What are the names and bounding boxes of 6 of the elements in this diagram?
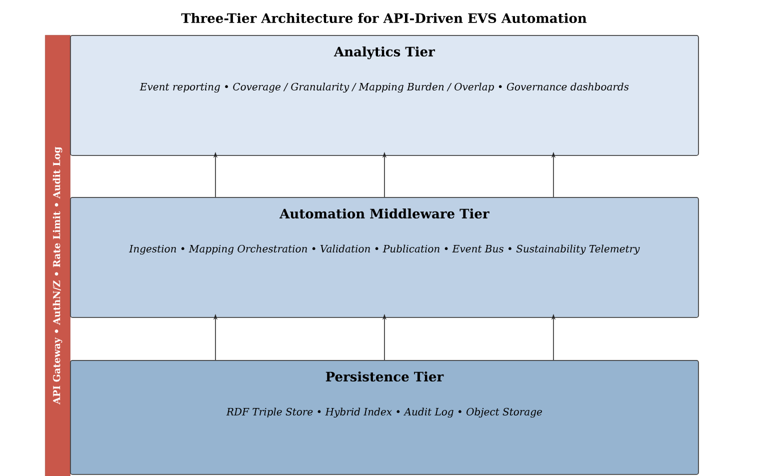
title: Three-Tier Architecture for API-Driven EVS Automation [181, 12, 587, 24]
tier-box: Analytics Tier Event reporting • Coverage / Granularity / Mapping Burden / Overlap • Governance dashboards [70, 35, 699, 156]
tier-box: Automation Middleware Tier Ingestion • Mapping Orchestration • Validation • Publication • Event Bus • Sustainability Telemetry [70, 197, 699, 318]
side-band [45, 35, 70, 476]
band-label: API Gateway • AuthN/Z • Rate Limit • Audit Log [52, 146, 62, 404]
tier-box: Persistence Tier RDF Triple Store • Hybrid Index • Audit Log • Object Storage [70, 360, 699, 475]
